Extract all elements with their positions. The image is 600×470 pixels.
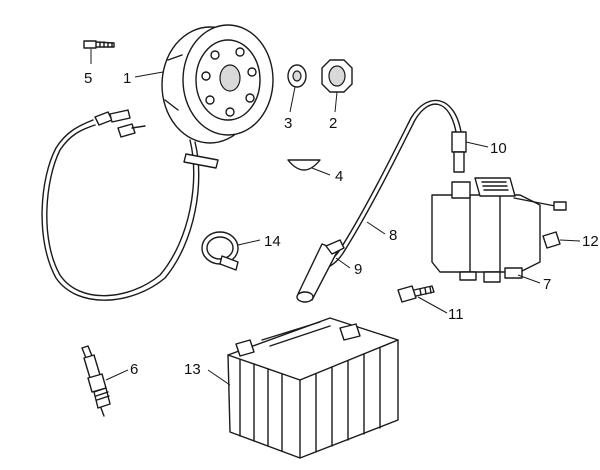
part-key-4 <box>287 159 321 171</box>
callout-4: 4 <box>335 168 343 185</box>
part-screw-5 <box>83 40 115 49</box>
callout-8: 8 <box>389 227 397 244</box>
part-clamp-14 <box>201 231 239 271</box>
part-bolt-11 <box>397 285 435 303</box>
callout-14: 14 <box>264 233 281 250</box>
wire-harness <box>41 109 219 301</box>
callout-6: 6 <box>130 361 138 378</box>
callout-10: 10 <box>490 140 507 157</box>
callout-1: 1 <box>123 70 131 87</box>
part-spark-plug-6 <box>81 345 111 417</box>
part-washer-3 <box>287 64 307 88</box>
part-suppressor-10 <box>451 131 467 173</box>
part-coil-7 <box>431 177 567 283</box>
part-nut-2 <box>321 59 353 93</box>
part-plug-cap-9 <box>296 239 345 303</box>
callout-12: 12 <box>582 233 599 250</box>
callout-7: 7 <box>543 276 551 293</box>
leader-lines <box>90 49 581 386</box>
callout-11: 11 <box>448 306 464 323</box>
callout-2: 2 <box>329 115 337 132</box>
callout-13: 13 <box>184 361 201 378</box>
part-flywheel-1 <box>161 24 274 144</box>
callout-labels: 5 1 3 2 4 10 14 8 12 9 7 11 6 13 <box>84 70 599 378</box>
part-clip-12 <box>542 231 561 249</box>
callout-5: 5 <box>84 70 92 87</box>
part-battery-13 <box>227 317 399 459</box>
callout-3: 3 <box>284 115 292 132</box>
callout-9: 9 <box>354 261 362 278</box>
